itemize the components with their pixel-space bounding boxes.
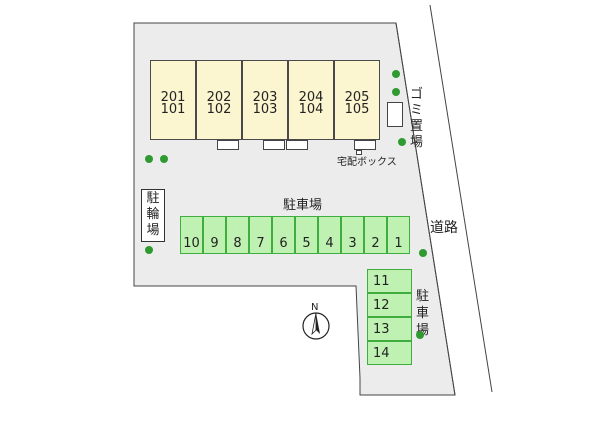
parking-space: 11 <box>367 269 412 293</box>
entrance-step <box>217 140 239 150</box>
tree-icon <box>398 138 406 146</box>
unit-upper-number: 202 <box>206 90 232 105</box>
unit-3: 203 103 <box>242 60 288 140</box>
unit-lower-number: 105 <box>344 102 370 117</box>
parking-space-number: 3 <box>348 236 357 251</box>
parking-space: 6 <box>272 216 295 254</box>
parking-space: 2 <box>364 216 387 254</box>
unit-lower-number: 102 <box>206 102 232 117</box>
parking-space: 10 <box>180 216 203 254</box>
parking-space-number: 2 <box>371 236 380 251</box>
road-edge-left <box>395 22 456 396</box>
unit-upper-number: 201 <box>160 90 186 105</box>
parking-space-number: 11 <box>373 274 390 289</box>
tree-icon <box>160 155 168 163</box>
tree-icon <box>145 246 153 254</box>
unit-5: 205 105 <box>334 60 380 140</box>
unit-upper-number: 205 <box>344 90 370 105</box>
entrance-step <box>354 140 376 150</box>
unit-lower-number: 103 <box>252 102 278 117</box>
parking-space-number: 10 <box>183 236 200 251</box>
parking-space: 8 <box>226 216 249 254</box>
parking-space: 1 <box>387 216 410 254</box>
parking-space-number: 5 <box>302 236 311 251</box>
road-edge-right <box>429 4 493 393</box>
unit-1: 201 101 <box>150 60 196 140</box>
tree-icon <box>145 155 153 163</box>
road-label: 道路 <box>430 220 458 236</box>
parking-space-number: 4 <box>325 236 334 251</box>
tree-icon <box>392 88 400 96</box>
parking-space: 3 <box>341 216 364 254</box>
parking-space: 5 <box>295 216 318 254</box>
delivery-box-label: 宅配ボックス <box>337 157 397 168</box>
parking-space: 14 <box>367 341 412 365</box>
parking-space: 9 <box>203 216 226 254</box>
delivery-box-icon <box>356 150 362 155</box>
unit-upper-number: 204 <box>298 90 324 105</box>
bicycle-parking-label: 駐輪場 <box>141 189 165 242</box>
parking-space: 4 <box>318 216 341 254</box>
parking-space-number: 13 <box>373 322 390 337</box>
unit-upper-number: 203 <box>252 90 278 105</box>
parking-space-number: 1 <box>394 236 403 251</box>
parking-space-number: 9 <box>210 236 219 251</box>
unit-lower-number: 101 <box>160 102 186 117</box>
parking-space-number: 12 <box>373 298 390 313</box>
parking-space: 13 <box>367 317 412 341</box>
parking-label-2: 駐車場 <box>416 289 430 338</box>
unit-4: 204 104 <box>288 60 334 140</box>
tree-icon <box>392 70 400 78</box>
parking-space-number: 14 <box>373 346 390 361</box>
garbage-label: ゴミ置場 <box>410 87 424 150</box>
tree-icon <box>419 249 427 257</box>
parking-space-number: 8 <box>233 236 242 251</box>
parking-space: 7 <box>249 216 272 254</box>
entrance-step <box>286 140 308 150</box>
parking-label: 駐車場 <box>283 198 323 213</box>
unit-lower-number: 104 <box>298 102 324 117</box>
parking-space-number: 7 <box>256 236 265 251</box>
tree-icon <box>416 331 424 339</box>
parking-space: 12 <box>367 293 412 317</box>
unit-2: 202 102 <box>196 60 242 140</box>
parking-space-number: 6 <box>279 236 288 251</box>
north-arrow-icon <box>302 312 330 340</box>
north-label: N <box>311 302 319 313</box>
entrance-step <box>263 140 285 150</box>
garbage-box <box>387 102 403 127</box>
